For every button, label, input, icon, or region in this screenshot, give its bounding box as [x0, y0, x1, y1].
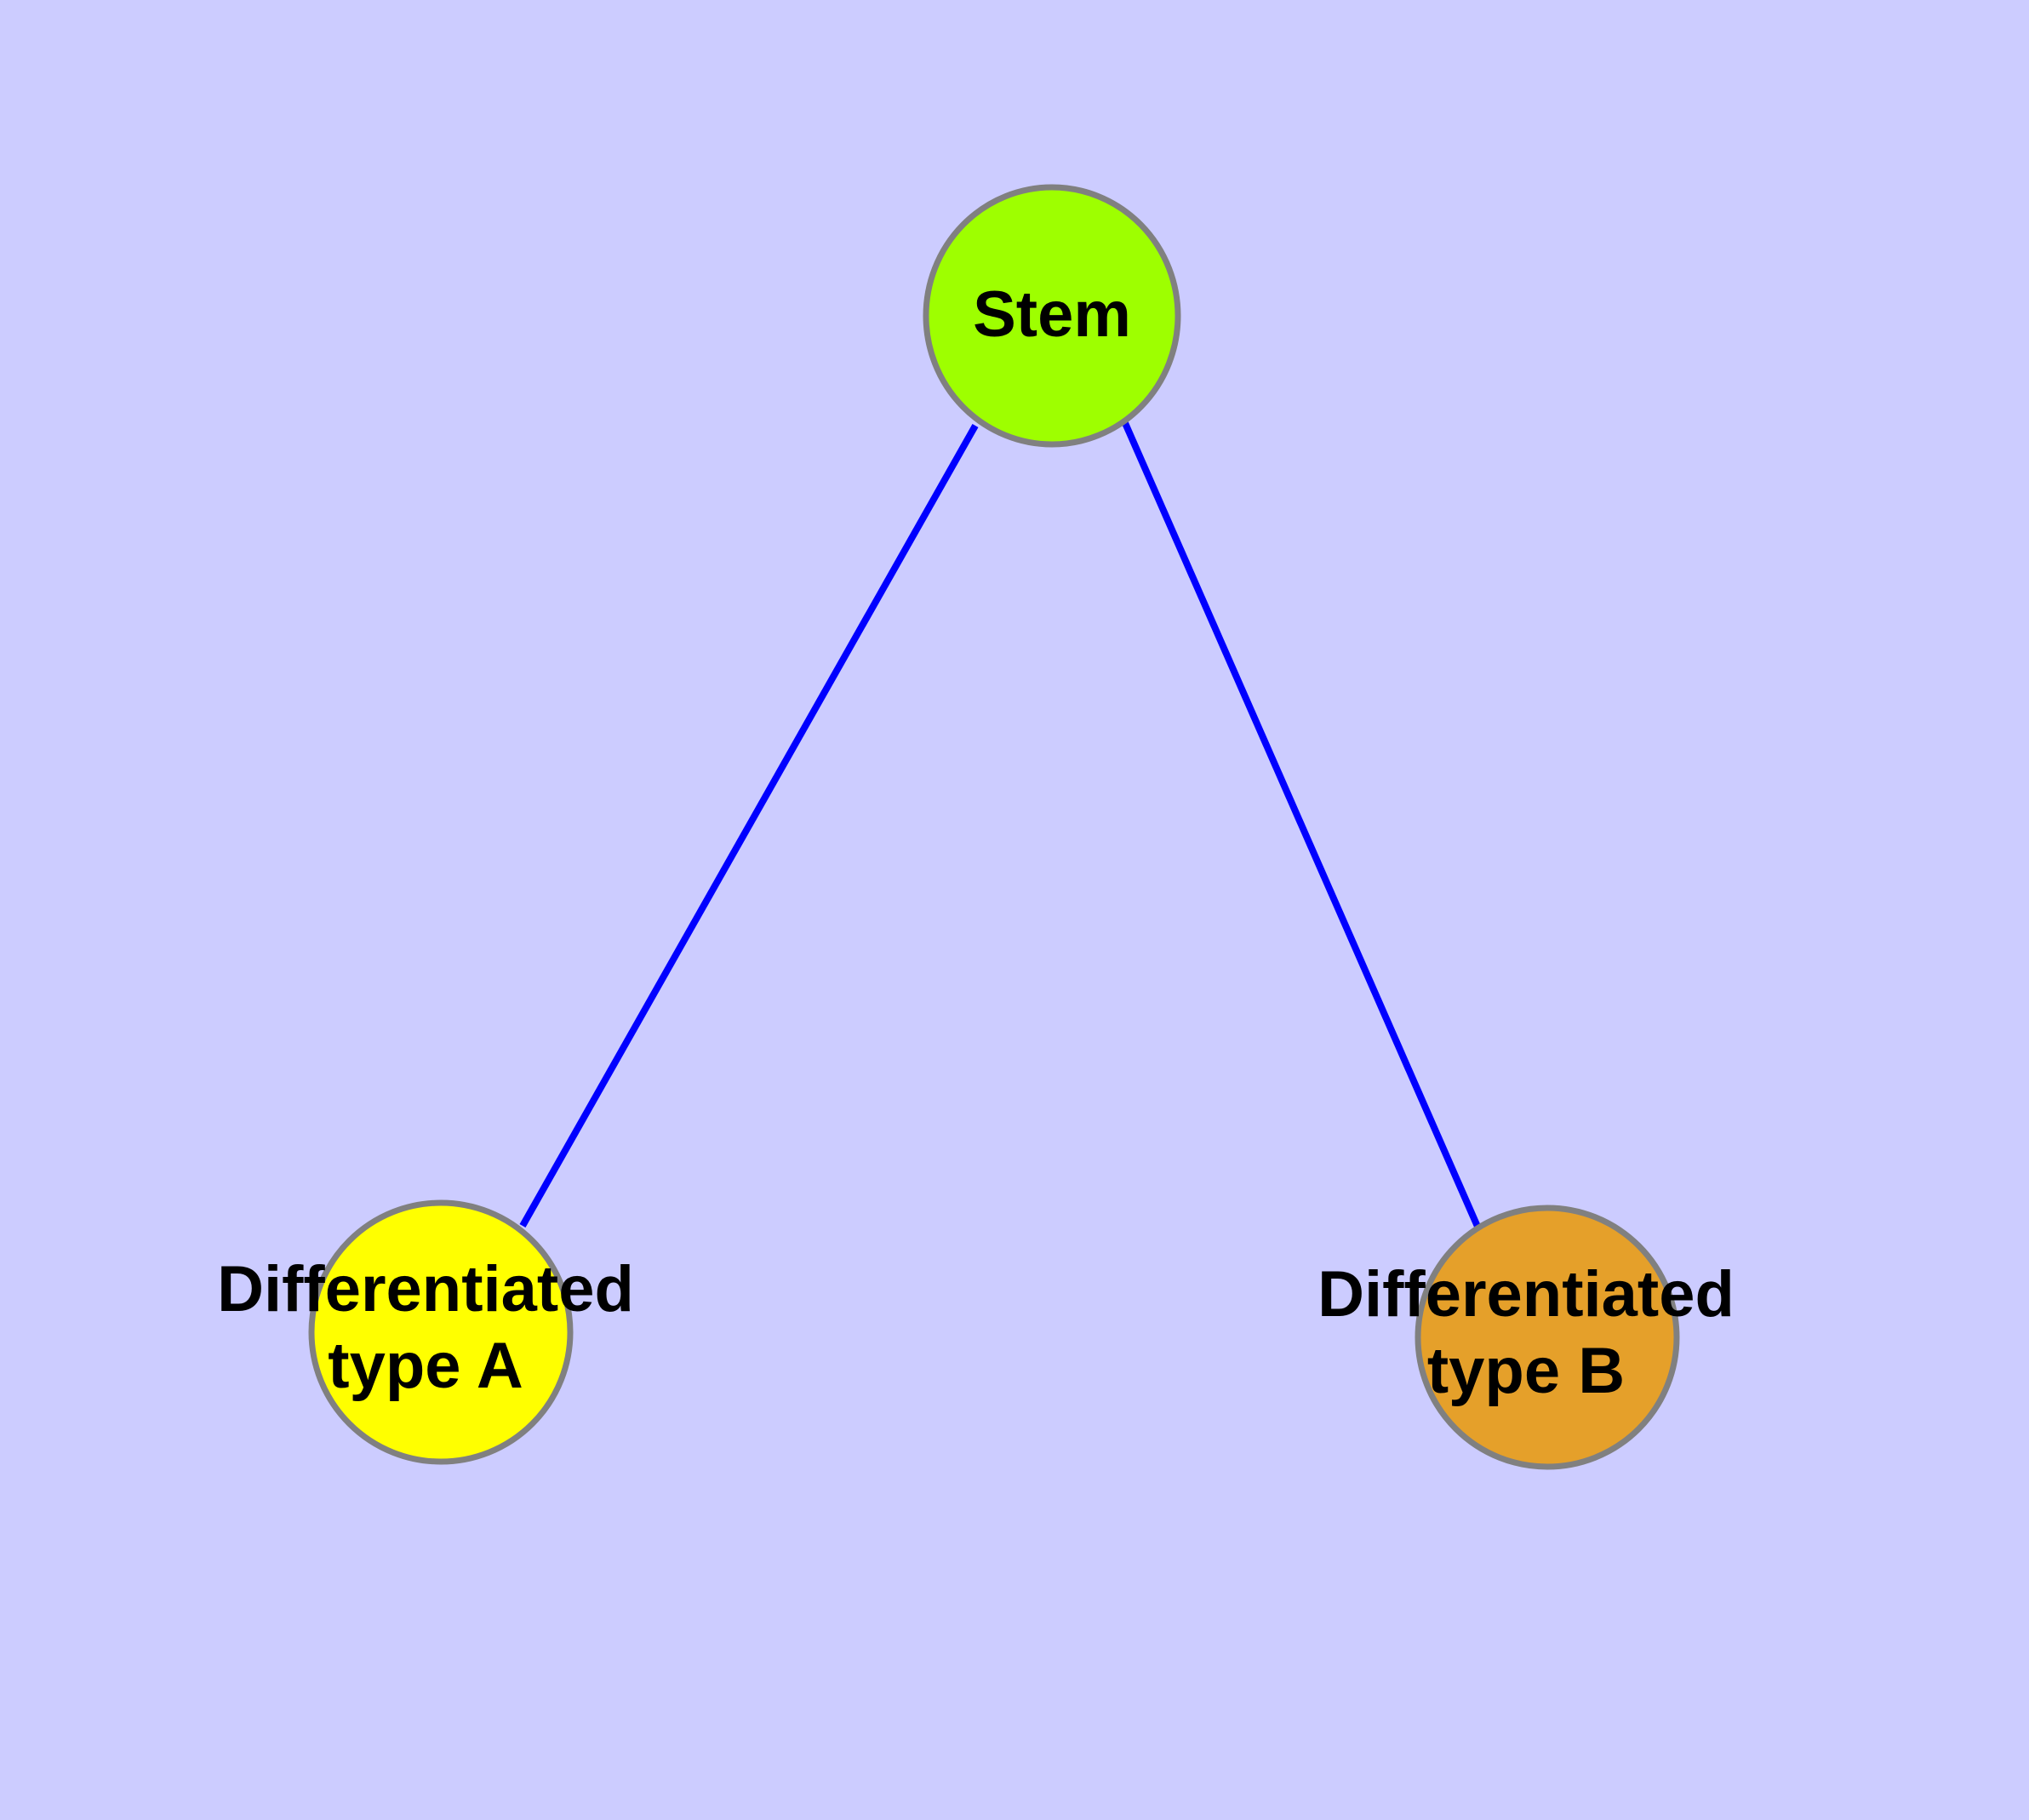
node-circle-stem[interactable]	[923, 184, 1181, 448]
node-label-line: type A	[328, 1330, 523, 1402]
node-label-line: Differentiated	[1317, 1258, 1735, 1331]
edges-layer	[519, 421, 1482, 1230]
node-label-line: type B	[1427, 1335, 1625, 1407]
node-label-line: Differentiated	[217, 1253, 634, 1325]
node-stem[interactable]: Stem	[923, 184, 1181, 448]
node-circle-diff_b[interactable]	[1415, 1205, 1680, 1470]
edge-stem-to-diff-a[interactable]	[519, 424, 979, 1228]
node-label-stem: Stem	[973, 278, 1131, 351]
edge-stem-to-diff-b[interactable]	[1122, 421, 1482, 1230]
node-label-line: Stem	[973, 278, 1131, 351]
node-circle-diff_a[interactable]	[308, 1199, 574, 1465]
